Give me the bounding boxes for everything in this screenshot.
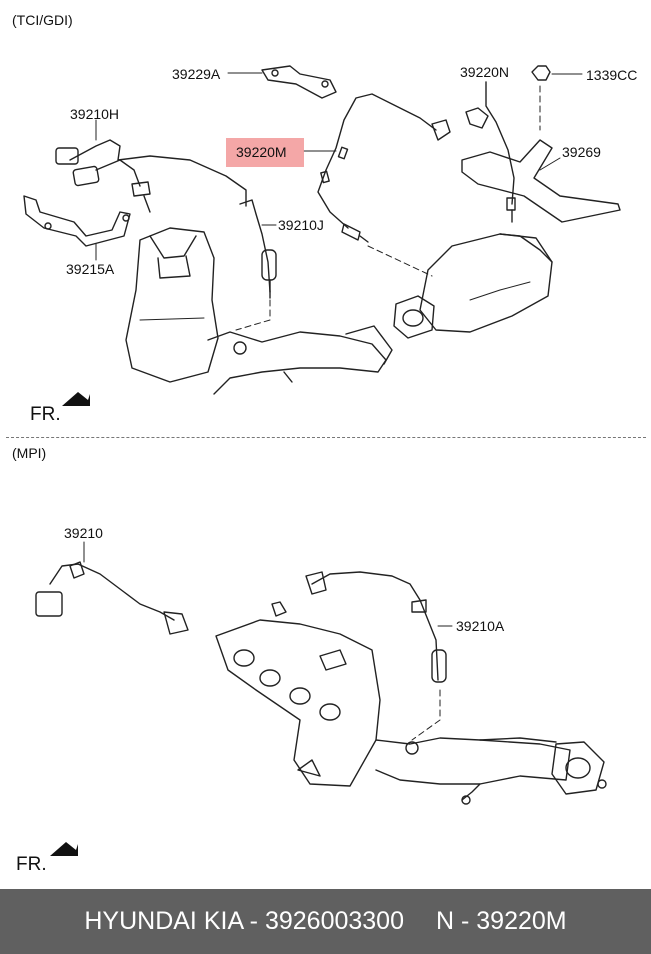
fr-label-top: FR. xyxy=(30,404,61,425)
sensor-39210H-wire xyxy=(69,139,247,207)
label-39269: 39269 xyxy=(562,144,601,160)
footer-catalog-number: HYUNDAI KIA - 3926003300 xyxy=(84,907,404,935)
label-39210J: 39210J xyxy=(278,217,324,233)
fr-arrow-top xyxy=(62,392,90,406)
bracket-39229A xyxy=(261,65,337,99)
label-39215A: 39215A xyxy=(66,261,115,277)
label-39220M: 39220M xyxy=(236,144,287,160)
section-label-mpi: (MPI) xyxy=(12,445,47,461)
bracket-39269 xyxy=(461,139,621,223)
fr-arrow-bottom xyxy=(50,842,78,856)
section-divider xyxy=(6,437,646,438)
sensor-39210J xyxy=(239,199,271,293)
nut-1339CC xyxy=(531,65,551,81)
sensor-39220M-wire xyxy=(317,93,437,229)
label-1339CC: 1339CC xyxy=(586,67,638,83)
sensor-39210-wire xyxy=(49,563,175,621)
label-39220N: 39220N xyxy=(460,64,510,80)
footer-bar: HYUNDAI KIA - 3926003300 N - 39220M xyxy=(0,889,651,954)
footer-part-number: N - 39220M xyxy=(436,907,567,935)
sensor-39220N xyxy=(485,81,515,205)
converter-left xyxy=(125,227,219,383)
sensor-39210A xyxy=(311,571,439,681)
label-39210H: 39210H xyxy=(70,106,120,122)
section-label-tci-gdi: (TCI/GDI) xyxy=(12,12,73,28)
label-39210A: 39210A xyxy=(456,618,505,634)
highlighted-part-marker xyxy=(226,138,304,167)
converter-right xyxy=(419,233,553,333)
label-39229A: 39229A xyxy=(172,66,221,82)
fr-label-bottom: FR. xyxy=(16,854,47,875)
exhaust-manifold xyxy=(215,619,381,787)
flange-bottom xyxy=(551,741,605,795)
bracket-39215A xyxy=(23,195,131,247)
label-39210: 39210 xyxy=(64,525,103,541)
flange-right xyxy=(393,295,435,339)
